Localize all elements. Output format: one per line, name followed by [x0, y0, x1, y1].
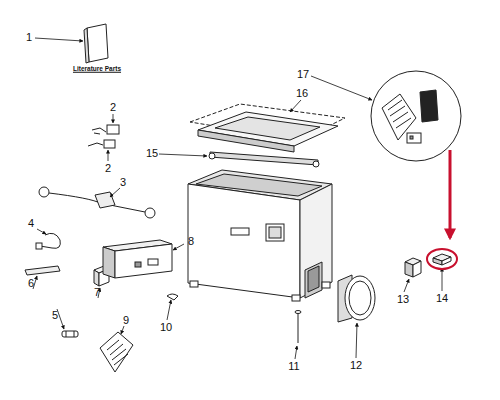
fuse [62, 331, 78, 337]
callout-number: 8 [188, 236, 194, 247]
bracket-part [433, 254, 451, 265]
callout-number: 6 [28, 278, 34, 289]
section-heading: Literature Parts [73, 66, 121, 73]
switch-part [88, 125, 119, 148]
sensor-cube [405, 258, 421, 277]
clip-part [167, 294, 178, 300]
highlight-callout [427, 150, 457, 269]
vent-grille [100, 332, 133, 372]
cabinet-housing [188, 170, 332, 301]
duct-adapter [338, 275, 375, 322]
callout-number: 15 [146, 148, 158, 159]
callout-number: 10 [160, 322, 172, 333]
literature-book [84, 24, 108, 63]
callout-number: 7 [94, 287, 100, 298]
drain-rod [295, 311, 301, 344]
top-panel [190, 104, 345, 152]
callout-number: 9 [123, 315, 129, 326]
callout-number: 11 [288, 361, 299, 372]
wire-harness [39, 187, 155, 218]
sensor-lead [36, 233, 60, 249]
callout-number: 4 [28, 218, 34, 229]
callout-number: 3 [120, 177, 126, 188]
callout-number: 1 [26, 32, 32, 43]
callout-number: 13 [397, 294, 409, 305]
control-box [103, 240, 172, 278]
callout-number: 2 [110, 102, 116, 113]
callout-number: 2 [105, 163, 111, 174]
callout-number: 14 [436, 293, 448, 304]
callout-number: 12 [350, 360, 362, 371]
support-bar [209, 152, 319, 167]
callout-number: 17 [297, 69, 309, 80]
leader-lines [33, 38, 442, 359]
callout-number: 16 [296, 88, 308, 99]
mounting-plate [25, 266, 60, 275]
kit-circle [371, 71, 461, 161]
callout-number: 5 [52, 310, 58, 321]
